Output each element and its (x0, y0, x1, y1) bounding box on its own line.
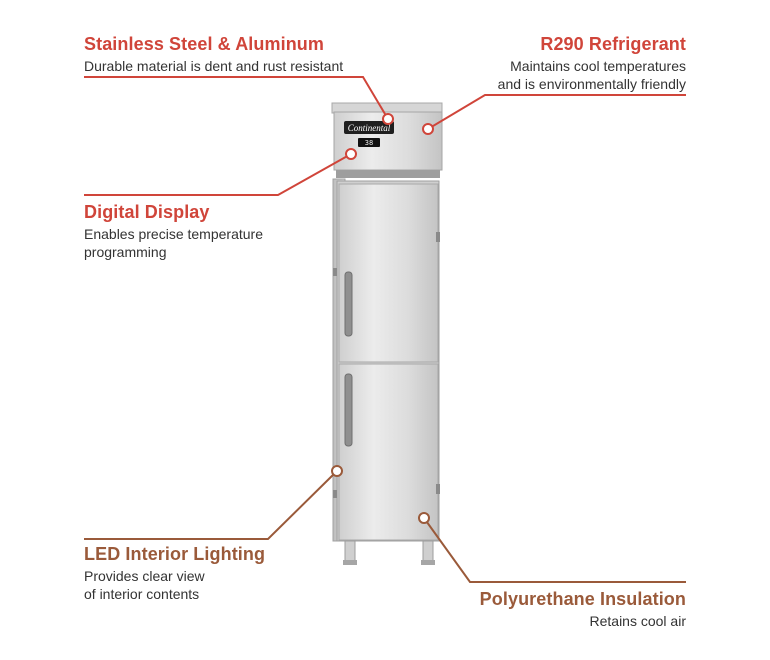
feature-insulation-desc: Retains cool air (589, 613, 687, 629)
callout-display (84, 148, 357, 196)
display-readout: 38 (365, 139, 373, 147)
upper-door (338, 183, 439, 363)
brand-badge-text: Continental (348, 123, 391, 133)
feature-lighting: LED Interior Lighting Provides clear vie… (84, 544, 265, 603)
feature-display-title: Digital Display (84, 202, 210, 222)
top-compressor-housing: Continental 38 (331, 102, 443, 178)
feature-stainless: Stainless Steel & Aluminum Durable mater… (84, 34, 343, 75)
feature-stainless-title: Stainless Steel & Aluminum (84, 34, 324, 54)
feature-refrigerant-desc: Maintains cool temperatures and is envir… (497, 58, 686, 92)
callout-refrigerant (422, 94, 686, 135)
callout-insulation (418, 512, 686, 583)
feature-refrigerant: R290 Refrigerant Maintains cool temperat… (498, 34, 686, 93)
feature-lighting-title: LED Interior Lighting (84, 544, 266, 564)
callout-lighting (84, 465, 343, 540)
upper-door-handle (344, 271, 353, 337)
cabinet-body (332, 178, 440, 542)
lower-door-handle (344, 373, 353, 447)
feature-display-desc: Enables precise temperature programming (84, 226, 263, 260)
feature-refrigerant-title: R290 Refrigerant (540, 34, 686, 54)
feature-stainless-desc: Durable material is dent and rust resist… (84, 58, 344, 74)
feature-insulation-title: Polyurethane Insulation (479, 589, 686, 609)
feature-lighting-desc: Provides clear view of interior contents (84, 568, 205, 602)
brand-badge (344, 121, 394, 134)
feature-display: Digital Display Enables precise temperat… (84, 202, 263, 261)
digital-display-panel (358, 138, 380, 147)
cabinet-legs (343, 540, 435, 565)
lower-door (338, 363, 439, 541)
feature-insulation: Polyurethane Insulation Retains cool air (480, 589, 686, 630)
callout-stainless (84, 76, 394, 125)
